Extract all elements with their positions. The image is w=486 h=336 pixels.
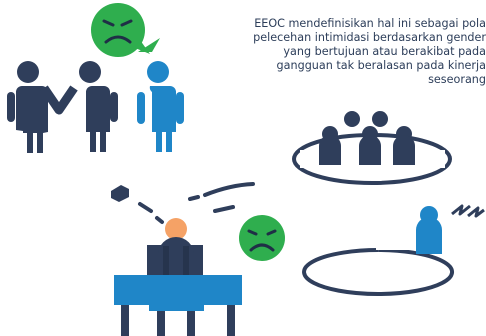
caption-line: seseorang (428, 73, 486, 86)
caption-line: EEOC mendefinisikan hal ini sebagai pola (254, 17, 486, 30)
person-navy-right-icon (78, 61, 118, 152)
definition-caption: EEOC mendefinisikan hal ini sebagai pola… (186, 17, 486, 87)
sad-face-icon (239, 215, 285, 261)
group-of-three-people-icon (7, 61, 184, 153)
caption-line: yang bertujuan atau berakibat pada (283, 45, 486, 58)
ringed-person-icon (302, 204, 486, 296)
person-navy-left-icon (7, 61, 48, 153)
ringed-group-icon (292, 111, 452, 185)
caption-line: gangguan tak beralasan pada kinerja (276, 59, 486, 72)
bullied-person-icon (111, 182, 255, 336)
caption-line: pelecehan intimidasi berdasarkan gender (253, 31, 486, 44)
person-blue-icon (137, 61, 184, 152)
sad-face-speech-bubble-icon (91, 3, 160, 57)
